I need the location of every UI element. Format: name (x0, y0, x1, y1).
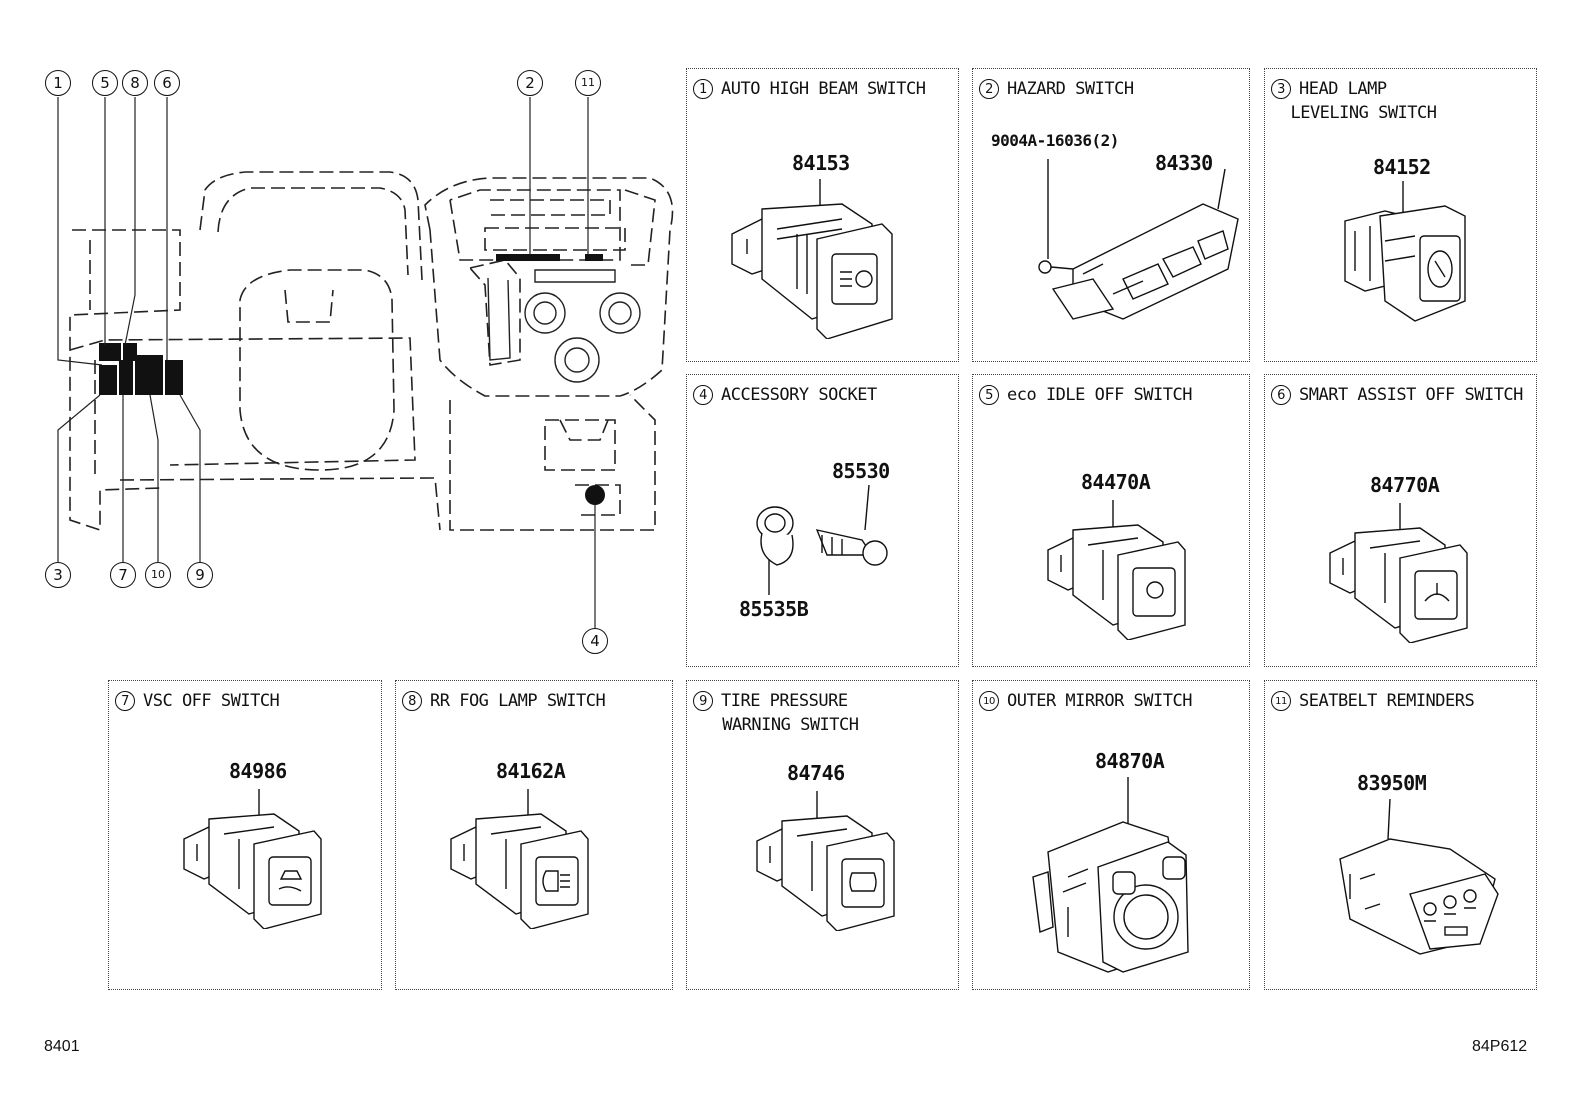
panel-title: TIRE PRESSURE WARNING SWITCH (721, 691, 859, 735)
callout-4: 4 (582, 628, 608, 654)
part-number: 85530 (832, 459, 890, 483)
panel-auto-high-beam-switch: 1 AUTO HIGH BEAM SWITCH 84153 (686, 68, 959, 362)
panel-hazard-switch: 2 HAZARD SWITCH 9004A-16036(2) 84330 (972, 68, 1250, 362)
part-number: 84870A (1095, 749, 1165, 773)
panel-number: 11 (1271, 691, 1291, 711)
panel-title: OUTER MIRROR SWITCH (1007, 691, 1192, 711)
panel-seatbelt-reminders: 11 SEATBELT REMINDERS 83950M (1264, 680, 1537, 990)
panel-eco-idle-off-switch: 5 eco IDLE OFF SWITCH 84470A (972, 374, 1250, 667)
panel-vsc-off-switch: 7 VSC OFF SWITCH 84986 (108, 680, 382, 990)
dashboard-drawing (57, 97, 674, 628)
panel-number: 7 (115, 691, 135, 711)
part-number: 84153 (792, 151, 850, 175)
callout-10: 10 (145, 562, 171, 588)
panel-number: 3 (1271, 79, 1291, 99)
mirror-switch-illustration (1032, 777, 1189, 973)
panel-title: HEAD LAMP LEVELING SWITCH (1290, 79, 1437, 123)
callout-1: 1 (45, 70, 71, 96)
footer-left-code: 8401 (44, 1038, 80, 1055)
panel-number: 5 (979, 385, 999, 405)
part-number: 84986 (229, 759, 287, 783)
switch-illustration (731, 179, 893, 339)
callout-6: 6 (154, 70, 180, 96)
footer-right-code: 84P612 (1472, 1038, 1528, 1055)
switch-illustration (450, 789, 589, 929)
callout-8: 8 (122, 70, 148, 96)
panel-number: 10 (979, 691, 999, 711)
part-number: 84152 (1373, 155, 1431, 179)
panel-number: 2 (979, 79, 999, 99)
seatbelt-reminder-illustration (1339, 799, 1499, 955)
panel-smart-assist-off-switch: 6 SMART ASSIST OFF SWITCH 84770A (1264, 374, 1537, 667)
panel-number: 9 (693, 691, 713, 711)
panel-number: 8 (402, 691, 422, 711)
part-number: 84470A (1081, 470, 1151, 494)
switch-illustration (1047, 500, 1186, 640)
callout-7: 7 (110, 562, 136, 588)
callout-3: 3 (45, 562, 71, 588)
callout-9: 9 (187, 562, 213, 588)
part-number: 84746 (787, 761, 845, 785)
switch-illustration (1344, 181, 1466, 322)
part-number: 85535B (739, 597, 809, 621)
part-number: 84770A (1370, 473, 1440, 497)
part-number: 84162A (496, 759, 566, 783)
panel-rr-fog-lamp-switch: 8 RR FOG LAMP SWITCH 84162A (395, 680, 673, 990)
socket-illustration (756, 485, 888, 595)
panel-number: 1 (693, 79, 713, 99)
switch-illustration (1038, 159, 1239, 320)
panel-number: 4 (693, 385, 713, 405)
part-number: 83950M (1357, 771, 1427, 795)
switch-illustration (183, 789, 322, 929)
panel-title: eco IDLE OFF SWITCH (1007, 385, 1192, 405)
switch-illustration (1329, 503, 1468, 643)
panel-title: SMART ASSIST OFF SWITCH (1299, 385, 1523, 405)
part-number: 9004A-16036(2) (991, 131, 1119, 150)
panel-title: HAZARD SWITCH (1007, 79, 1134, 99)
panel-title: SEATBELT REMINDERS (1299, 691, 1475, 711)
callout-2: 2 (517, 70, 543, 96)
part-number: 84330 (1155, 151, 1213, 175)
panel-number: 6 (1271, 385, 1291, 405)
dashboard-overview: 1 5 8 6 2 11 3 7 10 9 4 (30, 60, 680, 670)
switch-illustration (756, 791, 895, 931)
panel-title: AUTO HIGH BEAM SWITCH (721, 79, 926, 99)
panel-accessory-socket: 4 ACCESSORY SOCKET 85530 85535B (686, 374, 959, 667)
callout-11: 11 (575, 70, 601, 96)
panel-title: VSC OFF SWITCH (143, 691, 280, 711)
panel-title: RR FOG LAMP SWITCH (430, 691, 606, 711)
panel-title: ACCESSORY SOCKET (721, 385, 877, 405)
panel-outer-mirror-switch: 10 OUTER MIRROR SWITCH 84870A (972, 680, 1250, 990)
callout-5: 5 (92, 70, 118, 96)
panel-tire-pressure-warning-switch: 9 TIRE PRESSURE WARNING SWITCH 84746 (686, 680, 959, 990)
